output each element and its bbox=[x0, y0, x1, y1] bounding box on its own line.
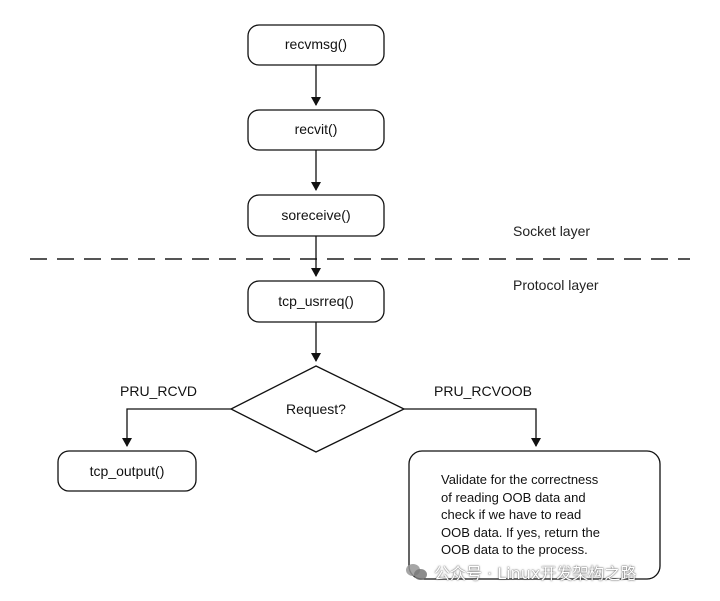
node-tcp-output: tcp_output() bbox=[57, 450, 197, 492]
validate-line: Validate for the correctness bbox=[441, 472, 599, 487]
node-recvit: recvit() bbox=[247, 109, 385, 151]
arrow-decision-tcp-output bbox=[122, 408, 231, 447]
validate-line: check if we have to read bbox=[441, 507, 582, 523]
node-validate-oob bbox=[408, 450, 661, 580]
node-soreceive-label: soreceive() bbox=[281, 207, 350, 223]
branch-label-pru-rcvd: PRU_RCVD bbox=[120, 383, 197, 399]
node-tcp-usrreq-label: tcp_usrreq() bbox=[278, 293, 353, 309]
validate-line: OOB data to the process. bbox=[441, 542, 588, 558]
protocol-layer-label: Protocol layer bbox=[513, 277, 599, 293]
validate-line: of reading OOB data and bbox=[441, 489, 586, 505]
node-soreceive: soreceive() bbox=[247, 194, 385, 237]
watermark-text: 公众号 · Linux开发架构之路 bbox=[434, 564, 637, 583]
socket-layer-label: Socket layer bbox=[513, 223, 590, 239]
validate-line: OOB data. If yes, return the bbox=[441, 524, 600, 540]
watermark: 公众号 · Linux开发架构之路 bbox=[406, 560, 636, 584]
wechat-icon bbox=[406, 562, 428, 582]
node-tcp-usrreq: tcp_usrreq() bbox=[247, 280, 385, 323]
branch-label-pru-rcvoob: PRU_RCVOOB bbox=[434, 383, 532, 399]
validate-oob-text: Validate for the correctness of reading … bbox=[441, 471, 641, 559]
decision-request-label: Request? bbox=[286, 401, 346, 417]
arrow-decision-validate bbox=[404, 408, 541, 447]
node-recvmsg-label: recvmsg() bbox=[285, 36, 347, 52]
node-recvmsg: recvmsg() bbox=[247, 24, 385, 66]
node-recvit-label: recvit() bbox=[295, 121, 338, 137]
node-tcp-output-label: tcp_output() bbox=[90, 463, 165, 479]
decision-request: Request? bbox=[229, 365, 406, 453]
